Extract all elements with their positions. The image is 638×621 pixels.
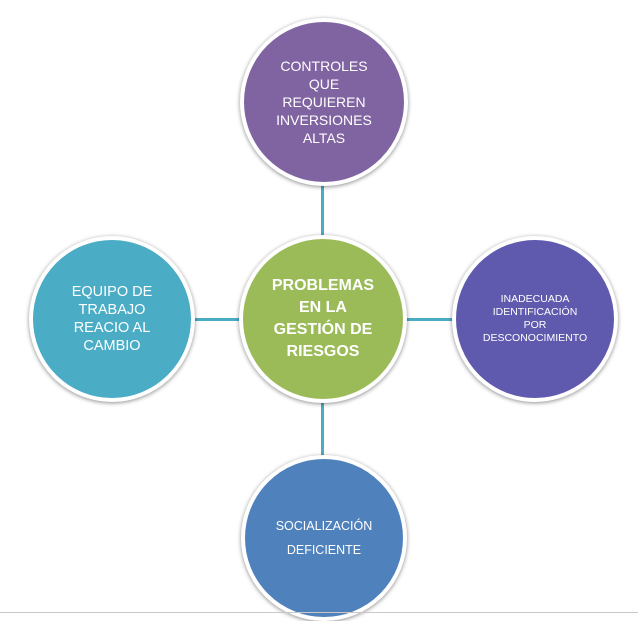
connector-right — [404, 318, 458, 321]
node-right: INADECUADA IDENTIFICACIÓN POR DESCONOCIM… — [452, 236, 618, 402]
node-top-label: CONTROLES QUE REQUIEREN INVERSIONES ALTA… — [276, 58, 372, 146]
connector-bottom — [321, 398, 324, 460]
node-bottom: SOCIALIZACIÓN DEFICIENTE — [241, 455, 407, 621]
center-label: PROBLEMAS EN LA GESTIÓN DE RIESGOS — [271, 277, 375, 360]
node-top: CONTROLES QUE REQUIEREN INVERSIONES ALTA… — [240, 18, 408, 186]
center-node: PROBLEMAS EN LA GESTIÓN DE RIESGOS — [239, 235, 407, 403]
connector-left — [190, 318, 244, 321]
page-divider — [0, 612, 638, 613]
node-left-label: EQUIPO DE TRABAJO REACIO AL CAMBIO — [71, 284, 153, 354]
node-left: EQUIPO DE TRABAJO REACIO AL CAMBIO — [29, 236, 195, 402]
connector-top — [321, 180, 324, 240]
node-bottom-label: SOCIALIZACIÓN DEFICIENTE — [275, 519, 373, 557]
node-right-label: INADECUADA IDENTIFICACIÓN POR DESCONOCIM… — [482, 293, 588, 344]
